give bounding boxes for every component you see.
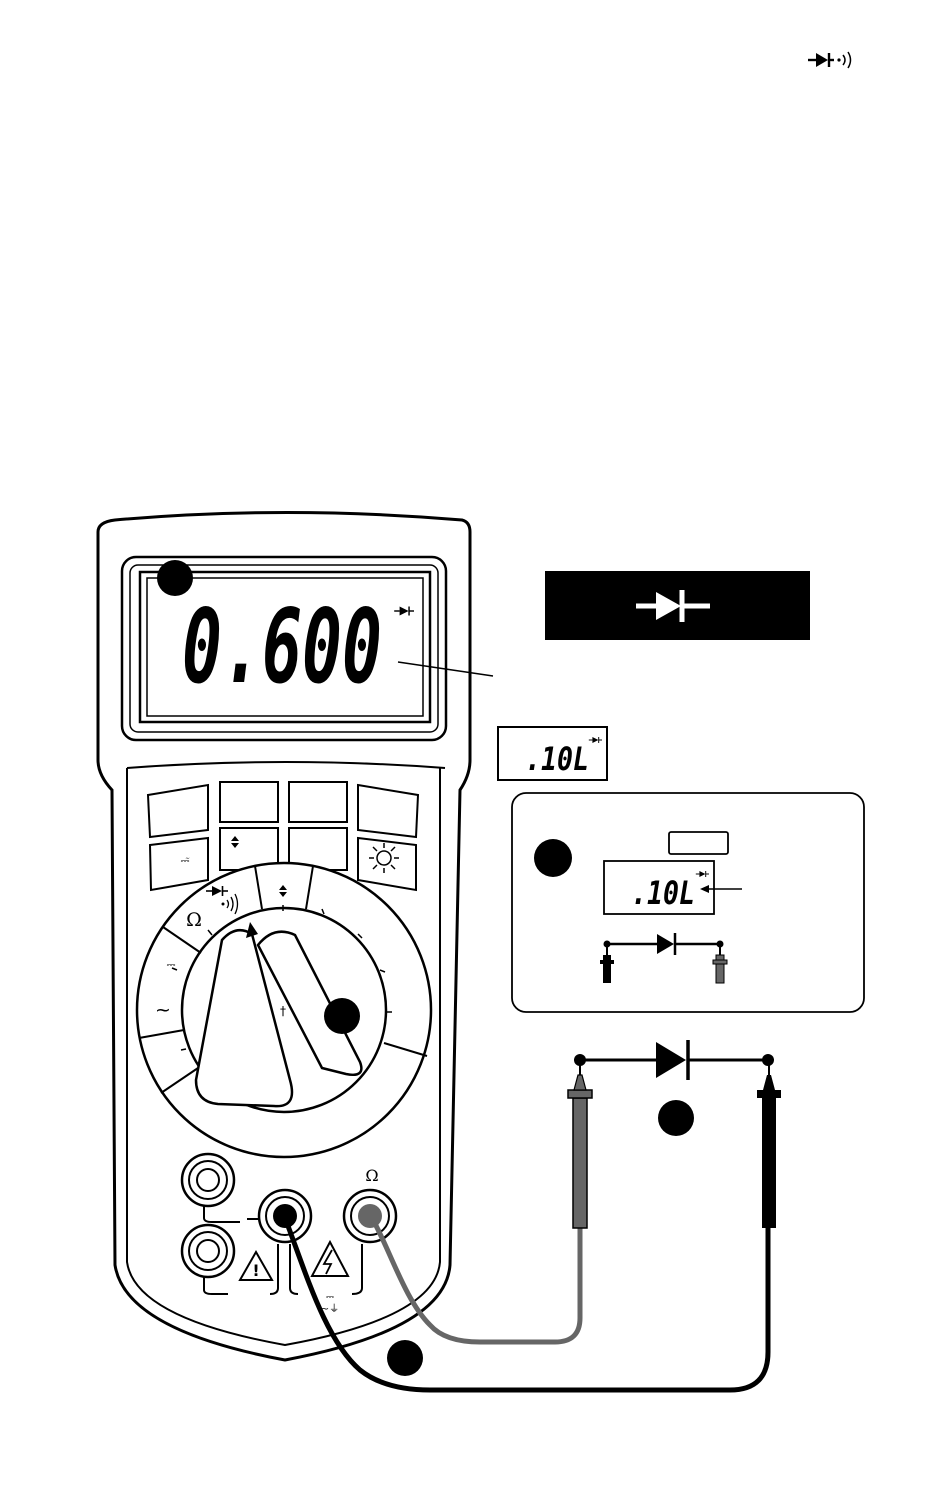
red-probe [568,1060,592,1228]
button-4[interactable] [358,785,418,837]
black-probe [757,1060,781,1228]
backlight-sun-icon [369,843,399,873]
callout-marker-3 [324,998,360,1034]
inset-blank-button [669,832,728,854]
dial-dc-label: ⎓ [167,958,176,971]
callout-marker-4 [658,1100,694,1136]
com-dc-label: ⎓ [326,1292,334,1303]
main-reading: 0.600 [182,588,382,707]
open-reading-text: .10L [525,740,589,778]
button-3[interactable] [289,782,347,822]
button-1[interactable] [148,785,208,837]
callout-marker-inset [534,839,572,877]
callout-marker-2 [387,1340,423,1376]
dial-ac-label: ~ [155,999,171,1021]
acdc-button[interactable] [150,838,208,890]
acdc-icon: ⎓̃ [181,854,190,867]
diode-under-test [574,1040,774,1080]
dial-ohm-label: Ω [186,909,202,931]
open-reading-display: .10L [498,727,607,780]
diode-continuity-icon [808,52,851,68]
rotary-dial: † Ω ⎓ ~ [137,863,431,1157]
diode-banner [545,571,810,640]
svg-text:!: ! [252,1261,259,1280]
callout-marker-1 [157,560,193,596]
inset-panel: .10L [512,793,864,1012]
inset-reading: .10L [631,874,695,912]
ohm-jack-label: Ω [365,1166,378,1185]
svg-text:†: † [280,1004,286,1018]
button-2[interactable] [220,782,278,822]
